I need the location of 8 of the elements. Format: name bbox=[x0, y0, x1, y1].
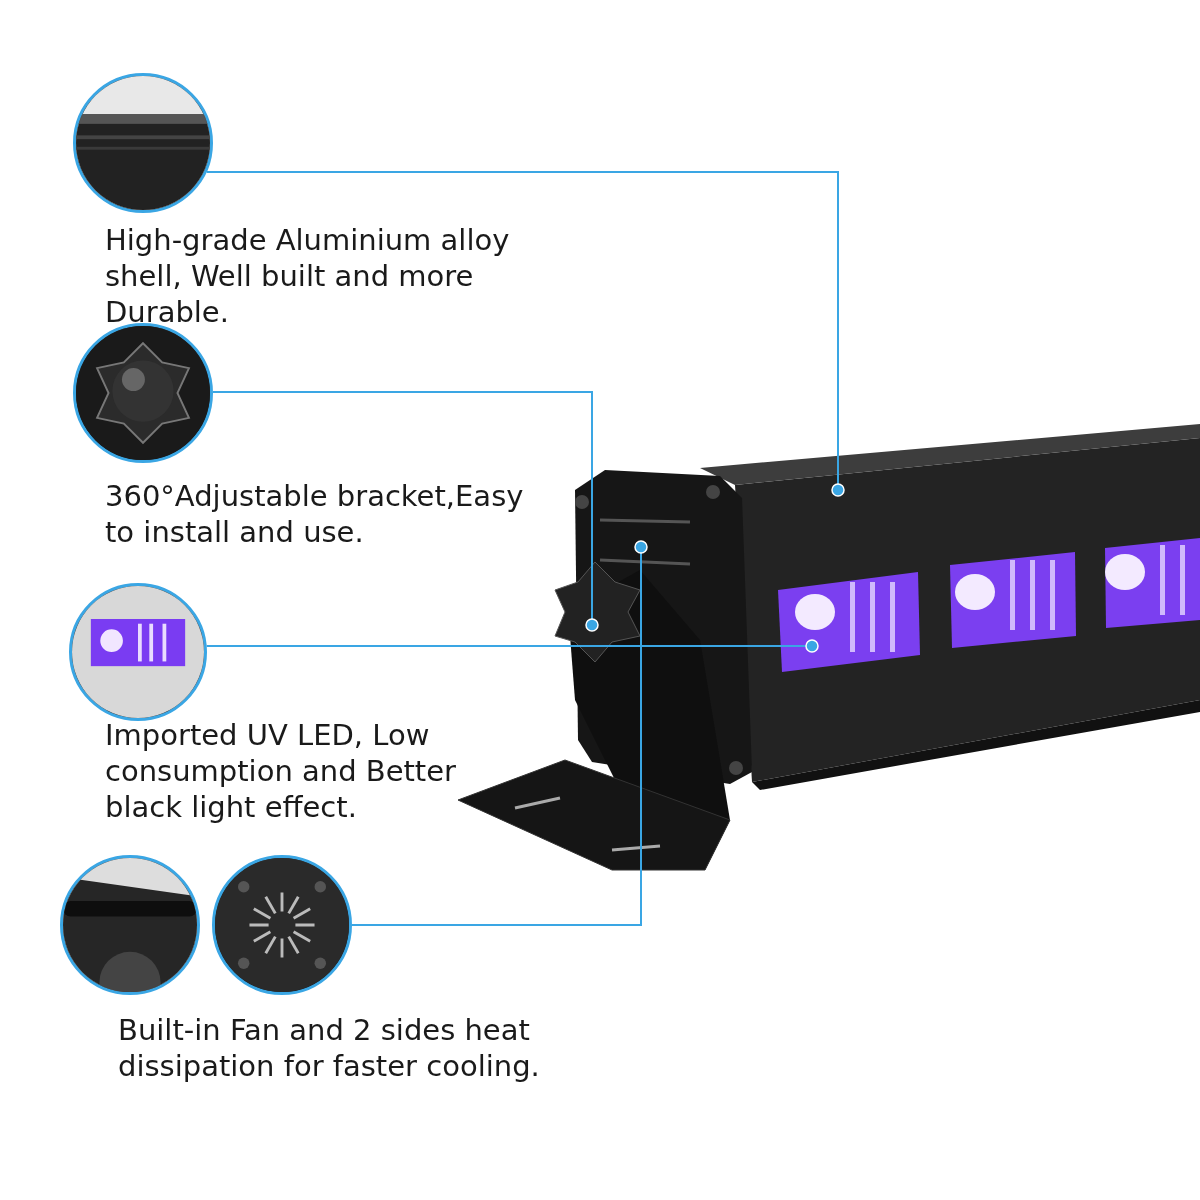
feature-caption: 360°Adjustable bracket,Easy to install and use. bbox=[105, 478, 525, 550]
leader-line bbox=[205, 639, 819, 653]
feature-caption: High-grade Aluminium alloy shell, Well built and more Durable. bbox=[105, 222, 511, 330]
feature-caption: Built-in Fan and 2 sides heat dissipation for faster cooling. bbox=[118, 1012, 541, 1084]
feature-caption: Imported UV LED, Low consumption and Better black light effect. bbox=[105, 717, 457, 825]
leader-line bbox=[205, 171, 845, 497]
leader-line bbox=[351, 540, 648, 926]
leader-line bbox=[212, 391, 599, 632]
